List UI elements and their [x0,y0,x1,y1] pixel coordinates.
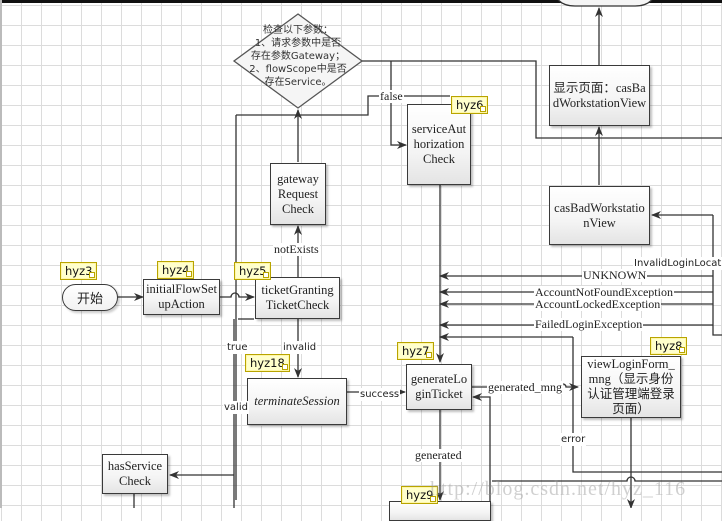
edge-false-top [236,95,450,116]
watermark: http://blog.csdn.net/hyz_116 [430,478,687,500]
decision-diamond [232,13,364,109]
tag-hyz3: hyz3 [60,262,98,280]
edge-label-generated-mng: generated_mng [487,380,563,394]
tag-hyz18: hyz18 [245,354,290,372]
terminate-session-node[interactable]: terminateSession [247,378,347,425]
decision-line: 存在参数Gateway； [250,51,346,62]
edge-to-generate-top [572,337,722,473]
hyz9-node[interactable] [389,501,491,521]
tag-hyz7: hyz7 [397,342,435,360]
edge-decision-right [362,60,722,139]
start-node[interactable]: 开始 [62,284,118,311]
cas-bad-workstation-view-node[interactable]: casBadWorkstationView [549,186,650,245]
edge-label-error: error [560,433,587,446]
edge-label-false: false [379,89,404,103]
decision-text: 检查以下参数： 1、请求参数中是否 存在参数Gateway； 2、flowSco… [236,24,360,89]
canvas-top-border [0,0,722,3]
decision-line: 存在Service。 [264,77,332,88]
tag-hyz4: hyz4 [157,261,195,279]
edge-right-bus [712,215,722,336]
tag-hyz8: hyz8 [650,337,688,355]
edge-label-unknown: UNKNOWN [582,268,648,282]
edge-label-true: true [226,341,249,354]
cas-bad-workstation-display-node[interactable]: 显示页面：casBadWorkstationView [549,65,650,126]
decision-line: 1、请求参数中是否 [254,38,342,49]
decision-line: 检查以下参数： [263,25,333,36]
edge-label-valid: valid [223,401,249,414]
generate-login-ticket-node[interactable]: generateLoginTicket [406,364,472,410]
tag-hyz5: hyz5 [234,262,272,280]
initial-flow-setup-action-node[interactable]: initialFlowSetupAction [143,279,220,315]
has-service-check-node[interactable]: hasService Check [102,454,168,494]
edge-return [472,393,491,508]
service-authorization-check-node[interactable]: serviceAuthorizationCheck [407,104,471,185]
tag-hyz9: hyz9 [401,486,439,504]
canvas-left-border [0,0,2,508]
edge-label-account-locked: AccountLockedException [534,297,662,311]
edge-label-account-not-found: AccountNotFoundException [534,285,674,299]
edge-label-invalid: invalid [282,341,318,354]
edge-label-failed-login: FailedLoginException [534,317,644,331]
edge-initial-to-tgt [220,292,255,301]
edge-decision-to-serviceauth [390,61,407,149]
ticket-granting-ticket-check-node[interactable]: ticketGrantingTicketCheck [255,277,340,319]
tag-hyz6: hyz6 [451,96,489,114]
decision-line: 2、flowScope中是否 [249,64,347,75]
edge-label-invalid-login-location: InvalidLoginLocatio [633,257,722,270]
gateway-request-check-node[interactable]: gateway Request Check [270,163,326,225]
edge-label-not-exists: notExists [273,242,320,256]
edge-label-generated: generated [414,448,463,462]
edge-label-success: success [359,388,401,401]
end-terminal [557,0,653,7]
view-login-form-mng-node[interactable]: viewLoginForm_mng（显示身份认证管理端登录页面） [581,356,681,418]
